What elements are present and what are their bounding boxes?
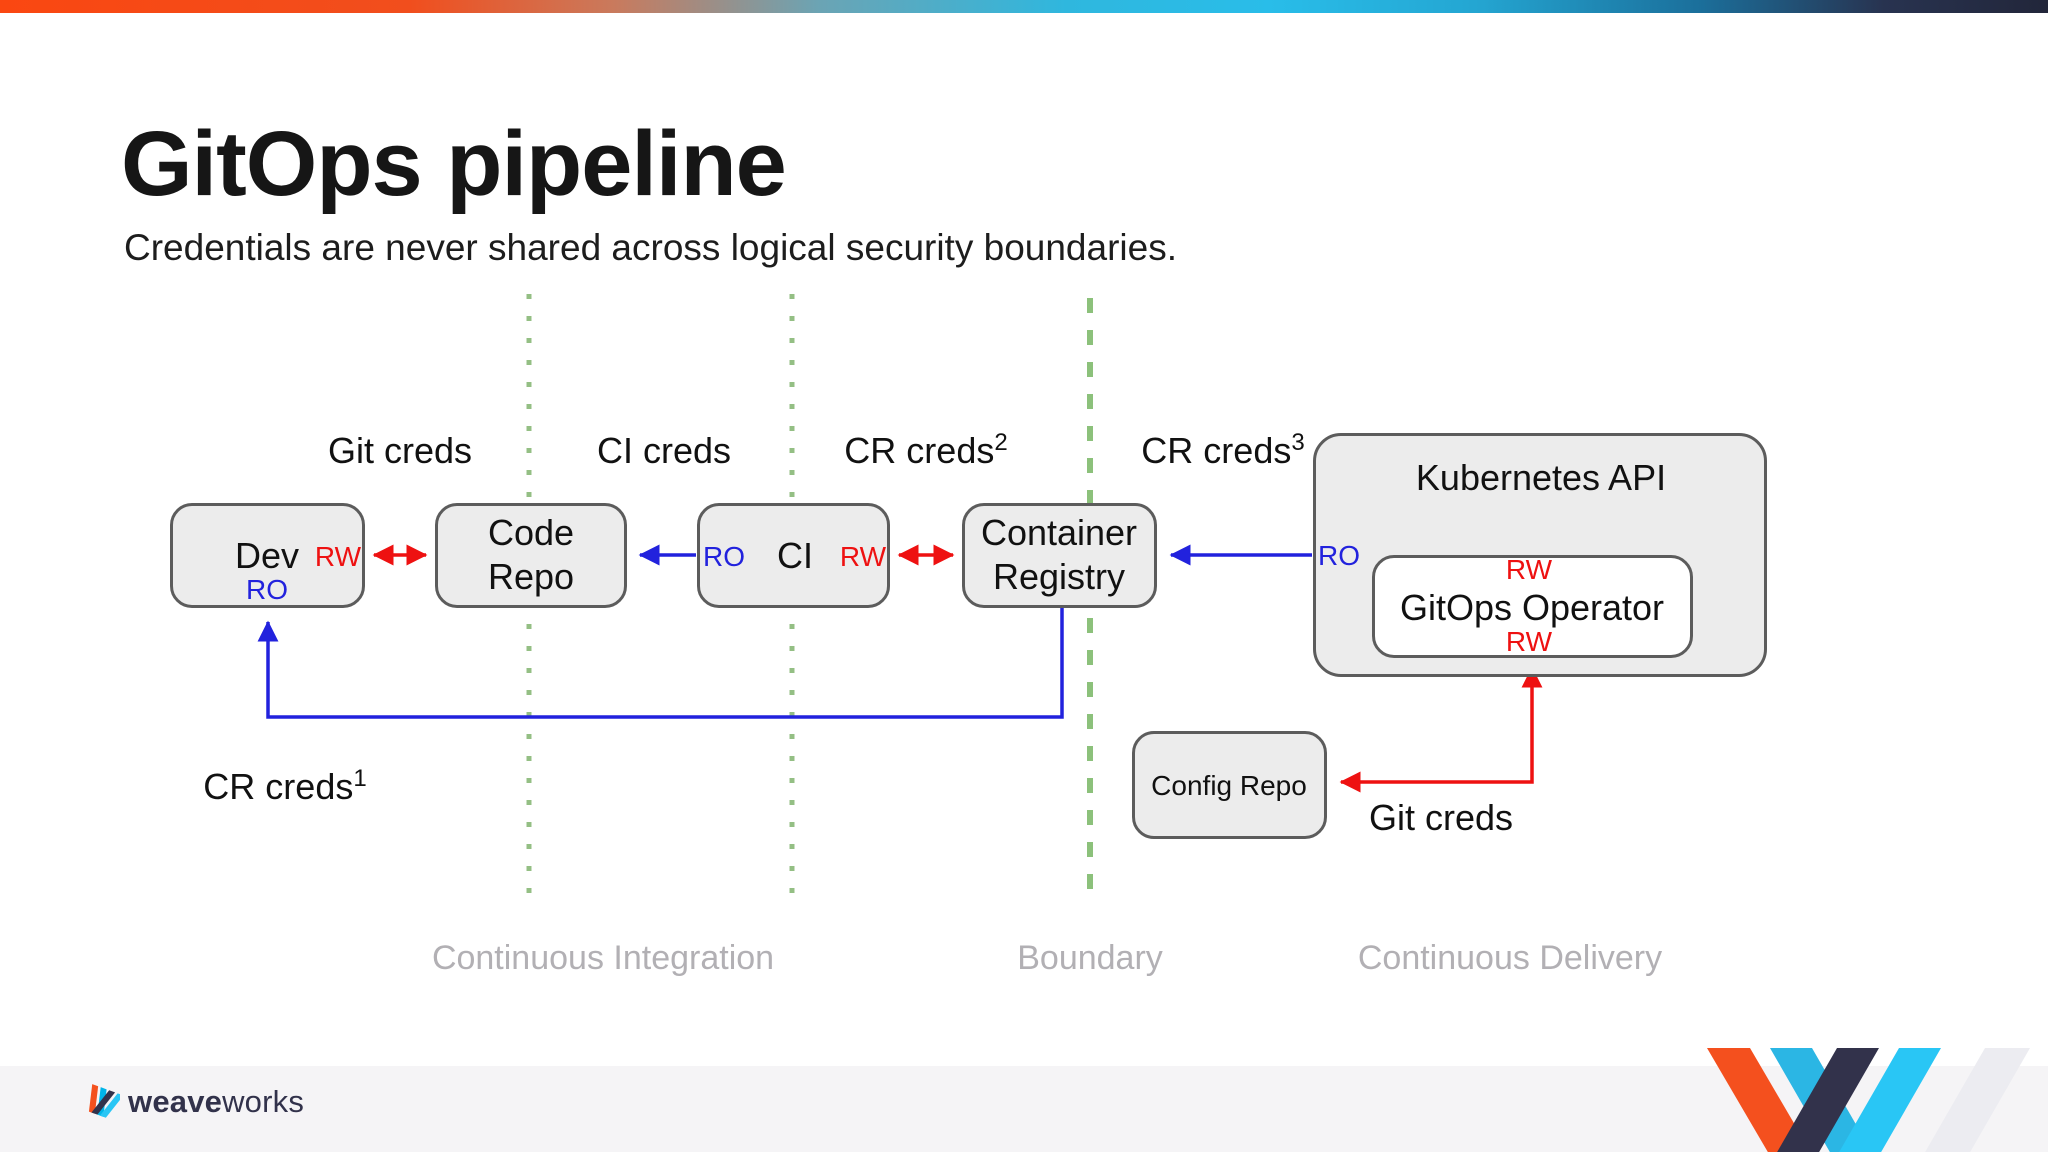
gitops-operator-label: GitOps Operator	[1399, 587, 1665, 628]
ci-ro-label: RO	[703, 541, 745, 572]
arrow-registry-dev	[257, 608, 1064, 719]
kubernetes-ro-label: RO	[1318, 540, 1360, 571]
weaveworks-mark-icon	[88, 1084, 120, 1118]
page-title: GitOps pipeline	[121, 113, 787, 215]
weaveworks-w-icon	[1707, 1048, 2030, 1152]
label-cr-creds-1: CR creds1	[203, 765, 367, 807]
ci-label: CI	[777, 535, 813, 576]
subtitle: Credentials are never shared across logi…	[124, 227, 1177, 268]
config-repo-label: Config Repo	[1151, 770, 1307, 801]
kubernetes-api-label: Kubernetes API	[1415, 457, 1667, 498]
zone-label-continuous-integration: Continuous Integration	[431, 939, 775, 977]
footer-band	[0, 1066, 2048, 1152]
code-repo-box	[435, 503, 627, 608]
arrow-operator-configrepo	[1339, 666, 1543, 793]
dev-label: Dev	[234, 535, 300, 576]
dev-rw-label: RW	[314, 541, 362, 572]
ci-rw-label: RW	[839, 541, 887, 572]
label-ci-creds: CI creds	[596, 430, 732, 471]
label-git-creds-bottom: Git creds	[1368, 797, 1514, 838]
dev-box	[170, 503, 365, 608]
gitops-operator-box	[1372, 555, 1693, 658]
dev-ro-label: RO	[246, 574, 288, 605]
gitops-rw-top-label: RW	[1505, 554, 1553, 585]
zone-label-boundary: Boundary	[1017, 939, 1163, 977]
top-gradient-bar	[0, 0, 2048, 13]
weaveworks-wordmark: weaveworks	[128, 1084, 305, 1119]
label-cr-creds-2: CR creds2	[844, 429, 1008, 471]
container-registry-box	[962, 503, 1157, 608]
ci-box	[697, 503, 890, 608]
label-cr-creds-3: CR creds3	[1141, 429, 1305, 471]
gitops-rw-bottom-label: RW	[1505, 626, 1553, 657]
weaveworks-logo: weaveworks	[84, 1084, 304, 1120]
label-git-creds: Git creds	[327, 430, 473, 471]
config-repo-box	[1132, 731, 1327, 839]
zone-label-continuous-delivery: Continuous Delivery	[1357, 939, 1663, 977]
